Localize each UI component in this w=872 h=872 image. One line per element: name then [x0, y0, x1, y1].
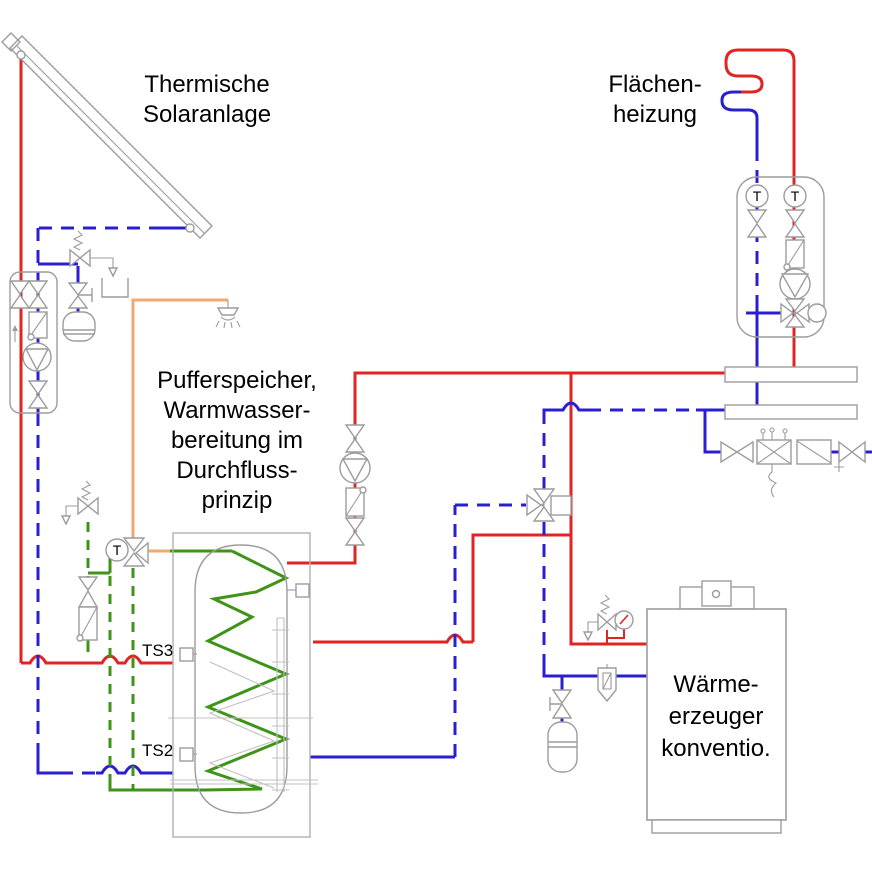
- solar-label-line2: Solaranlage: [143, 101, 271, 128]
- cold-water-safety-valve: [60, 480, 99, 526]
- sensor-top-icon: [295, 583, 310, 598]
- boiler-return-fittings: [547, 664, 617, 773]
- text-labels: Thermische Solaranlage Flächen- heizung …: [113, 71, 800, 762]
- heating-pump-group: [736, 176, 827, 338]
- tank-pump-group: [339, 424, 371, 546]
- solar-station: [9, 271, 58, 414]
- dhw-thermostatic-mixer: [105, 537, 149, 567]
- thermometer-return-icon: [745, 184, 769, 208]
- sensor-ts3-icon: [179, 647, 194, 662]
- boiler-label-line2: erzeuger: [669, 703, 764, 730]
- thermometer-supply-letter: T: [791, 188, 800, 204]
- shower-icon: [215, 300, 241, 329]
- buffer-label-line5: prinzip: [202, 487, 273, 514]
- buffer-label-line3: bereitung im: [171, 427, 303, 454]
- floor-heating-label-line2: heizung: [613, 101, 697, 128]
- solar-safety-valve: [69, 230, 129, 298]
- tank-internals: [168, 617, 318, 792]
- buffer-label-line1: Pufferspeicher,: [157, 367, 317, 394]
- cold-water-valve-meter: [76, 576, 99, 642]
- sensor-ts2-label: TS2: [142, 741, 173, 760]
- three-way-valve: [526, 488, 572, 522]
- symbols: [1, 32, 866, 838]
- boiler-label-line1: Wärme-: [673, 671, 758, 698]
- supply-manifold: [724, 366, 858, 383]
- buffer-tank: [168, 532, 318, 838]
- solar-label-line1: Thermische: [144, 71, 269, 98]
- solar-collector-icon: [1, 32, 213, 239]
- thermometer-supply-icon: [783, 184, 807, 208]
- sensor-ts3-label: TS3: [142, 641, 173, 660]
- floor-heating-label-line1: Flächen-: [608, 71, 701, 98]
- buffer-label-line2: Warmwasser-: [163, 397, 310, 424]
- thermostat-icon: [105, 538, 129, 562]
- drain-siphon-icon: [768, 464, 778, 498]
- boiler: [646, 580, 787, 834]
- boiler-label-line3: konventio.: [661, 735, 770, 762]
- cold-water-pipes-green: [86, 522, 290, 792]
- mixer-actuator-icon: [807, 303, 827, 323]
- buffer-label-line4: Durchfluss-: [176, 457, 297, 484]
- thermometer-return-letter: T: [753, 188, 762, 204]
- supply-pipes-red: [19, 48, 796, 665]
- thermostat-letter: T: [113, 542, 122, 558]
- drain-funnel-icon: [101, 278, 129, 298]
- heating-manifolds: [724, 366, 858, 420]
- return-manifold: [724, 404, 858, 420]
- sensor-ts2-icon: [179, 747, 194, 762]
- boiler-safety-group: [582, 594, 634, 642]
- solar-expansion-vessel: [62, 282, 96, 342]
- filling-station: [720, 427, 866, 498]
